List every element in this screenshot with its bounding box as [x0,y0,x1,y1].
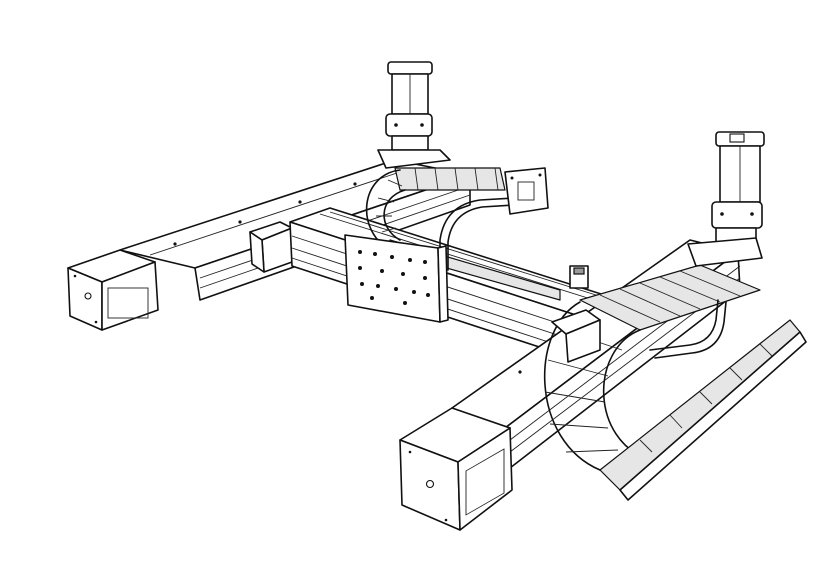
rear-chain-bracket [439,167,549,271]
rear-axis-carriage [249,221,293,273]
rear-motor [377,61,451,169]
front-cable-chain [543,264,807,501]
front-motor [687,131,765,267]
front-chain-bracket [649,299,727,359]
carriage-plate [344,234,449,323]
limit-switch [569,265,589,289]
beam-front-joint [551,309,601,363]
rear-axis-end-cap [67,249,159,331]
front-axis-end-cap [399,407,513,531]
